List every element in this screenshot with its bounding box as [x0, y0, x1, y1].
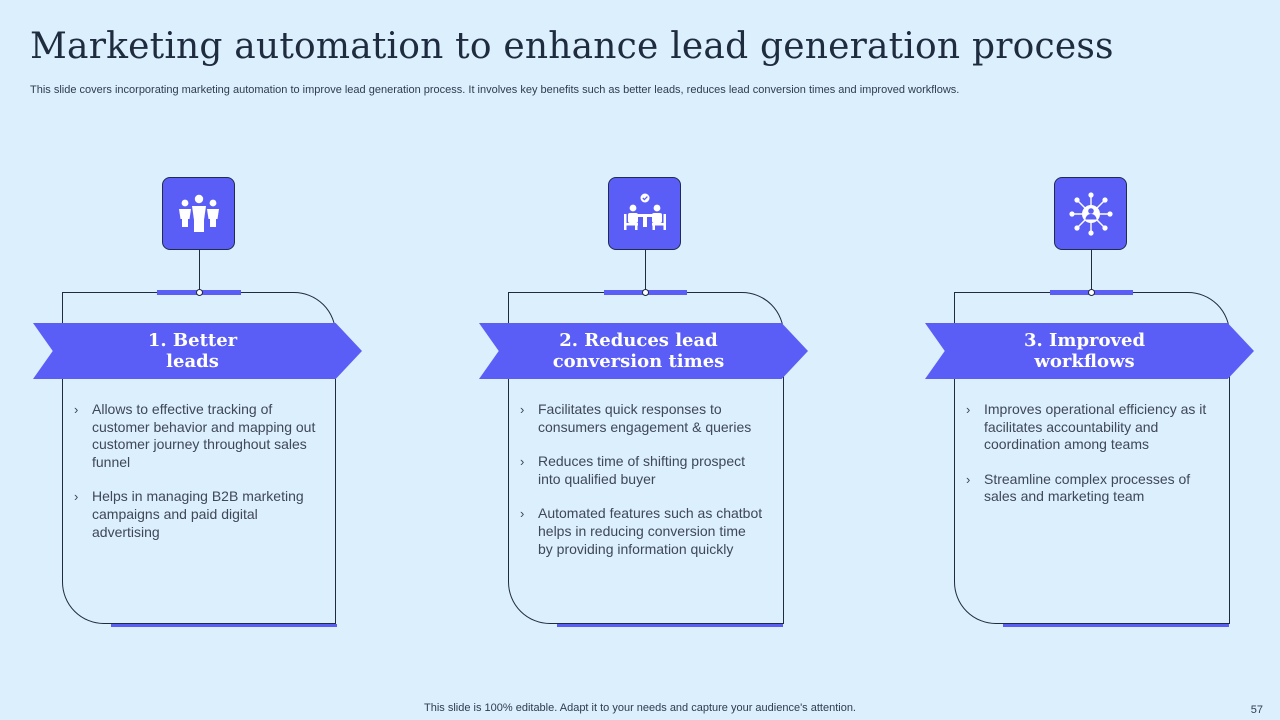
page-number: 57 [1250, 704, 1263, 716]
bullet-list: ›Allows to effective tracking of custome… [72, 401, 322, 558]
bullet-list: ›Improves operational efficiency as it f… [964, 401, 1220, 523]
list-item: ›Automated features such as chatbot help… [520, 505, 763, 557]
page-title: Marketing automation to enhance lead gen… [30, 26, 1114, 67]
card-heading-line1: 2. Reduces lead [559, 330, 718, 351]
card-heading-banner: 1. Better leads [33, 323, 362, 379]
footer-note: This slide is 100% editable. Adapt it to… [424, 702, 856, 714]
card-heading: 3. Improved workflows [985, 330, 1185, 372]
card-heading: 2. Reduces lead conversion times [539, 330, 739, 372]
meeting-table-icon [608, 177, 681, 250]
card-heading-line2: leads [166, 351, 219, 372]
connector-node [642, 289, 649, 296]
list-item: ›Reduces time of shifting prospect into … [520, 453, 745, 487]
bullet-list: ›Facilitates quick responses to consumer… [518, 401, 763, 575]
chevron-right-icon: › [966, 402, 971, 417]
connector-line [1091, 250, 1092, 290]
list-item: ›Facilitates quick responses to consumer… [520, 401, 752, 435]
network-user-icon [1054, 177, 1127, 250]
list-item: ›Allows to effective tracking of custome… [74, 401, 316, 470]
team-leader-icon [162, 177, 235, 250]
connector-line [199, 250, 200, 290]
chevron-right-icon: › [520, 454, 525, 470]
card-bottom-accent [1003, 624, 1229, 627]
card-bottom-accent [111, 624, 337, 627]
list-item: ›Helps in managing B2B marketing campaig… [74, 488, 304, 540]
card-heading: 1. Better leads [93, 330, 293, 372]
card-heading-line1: 3. Improved [1023, 330, 1146, 351]
card-heading-line1: 1. Better [147, 330, 238, 351]
chevron-right-icon: › [74, 402, 79, 417]
chevron-right-icon: › [74, 489, 79, 505]
card-heading-line2: conversion times [552, 351, 725, 372]
connector-line [645, 250, 646, 290]
page-subtitle: This slide covers incorporating marketin… [30, 84, 960, 96]
chevron-right-icon: › [520, 506, 525, 522]
list-item: ›Improves operational efficiency as it f… [966, 401, 1207, 453]
card-heading-line2: workflows [1034, 351, 1135, 372]
list-item: ›Streamline complex processes of sales a… [966, 470, 1191, 505]
connector-node [1088, 289, 1095, 296]
card-heading-banner: 3. Improved workflows [925, 323, 1254, 379]
connector-node [196, 289, 203, 296]
card-bottom-accent [557, 624, 783, 627]
card-heading-banner: 2. Reduces lead conversion times [479, 323, 808, 379]
chevron-right-icon: › [520, 402, 525, 417]
chevron-right-icon: › [966, 471, 971, 487]
